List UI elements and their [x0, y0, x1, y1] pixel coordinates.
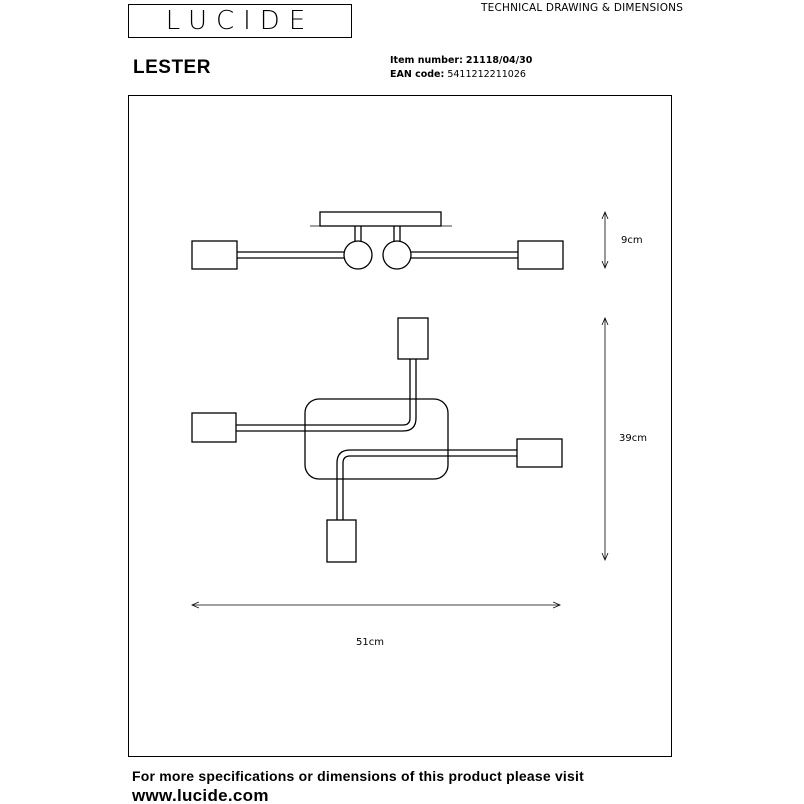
footer-website-link[interactable]: www.lucide.com [132, 786, 269, 804]
top-view [191, 317, 563, 563]
top-lamp-right [516, 438, 563, 468]
logo-text: LUCIDE [165, 6, 315, 36]
top-arm-lower-outer [336, 449, 517, 520]
side-joint-left [343, 240, 373, 270]
side-joint-right [382, 240, 412, 270]
dim-label-width: 51cm [356, 637, 384, 648]
dim-label-height: 9cm [621, 235, 643, 246]
dim-label-depth: 39cm [619, 433, 647, 444]
item-number-label: Item number: [390, 55, 463, 66]
dimension-lines [192, 212, 605, 605]
ean-label: EAN code: [390, 69, 445, 80]
ean-row: EAN code: 5411212211026 [390, 68, 532, 82]
top-lamp-lower [326, 519, 357, 563]
product-name: LESTER [133, 57, 211, 78]
document-heading: TECHNICAL DRAWING & DIMENSIONS [481, 2, 684, 14]
top-arm-upper-outer [236, 359, 411, 426]
drawing-frame [128, 95, 672, 757]
footer-info-text: For more specifications or dimensions of… [132, 768, 584, 784]
item-number-row: Item number: 21118/04/30 [390, 54, 532, 68]
ean-value: 5411212211026 [447, 69, 526, 80]
side-canopy [319, 211, 442, 227]
item-number-value: 21118/04/30 [465, 55, 533, 66]
top-arm-lower-inner [342, 455, 517, 520]
top-lamp-upper [397, 317, 429, 360]
side-lamp-left [191, 240, 238, 270]
top-canopy [304, 398, 449, 480]
product-meta: Item number: 21118/04/30 EAN code: 54112… [390, 54, 532, 82]
side-view [191, 211, 564, 270]
side-lamp-right [517, 240, 564, 270]
logo-border [128, 4, 352, 38]
brand-logo: LUCIDE [128, 4, 352, 38]
top-arm-upper-inner [236, 359, 417, 432]
top-lamp-left [191, 412, 237, 443]
